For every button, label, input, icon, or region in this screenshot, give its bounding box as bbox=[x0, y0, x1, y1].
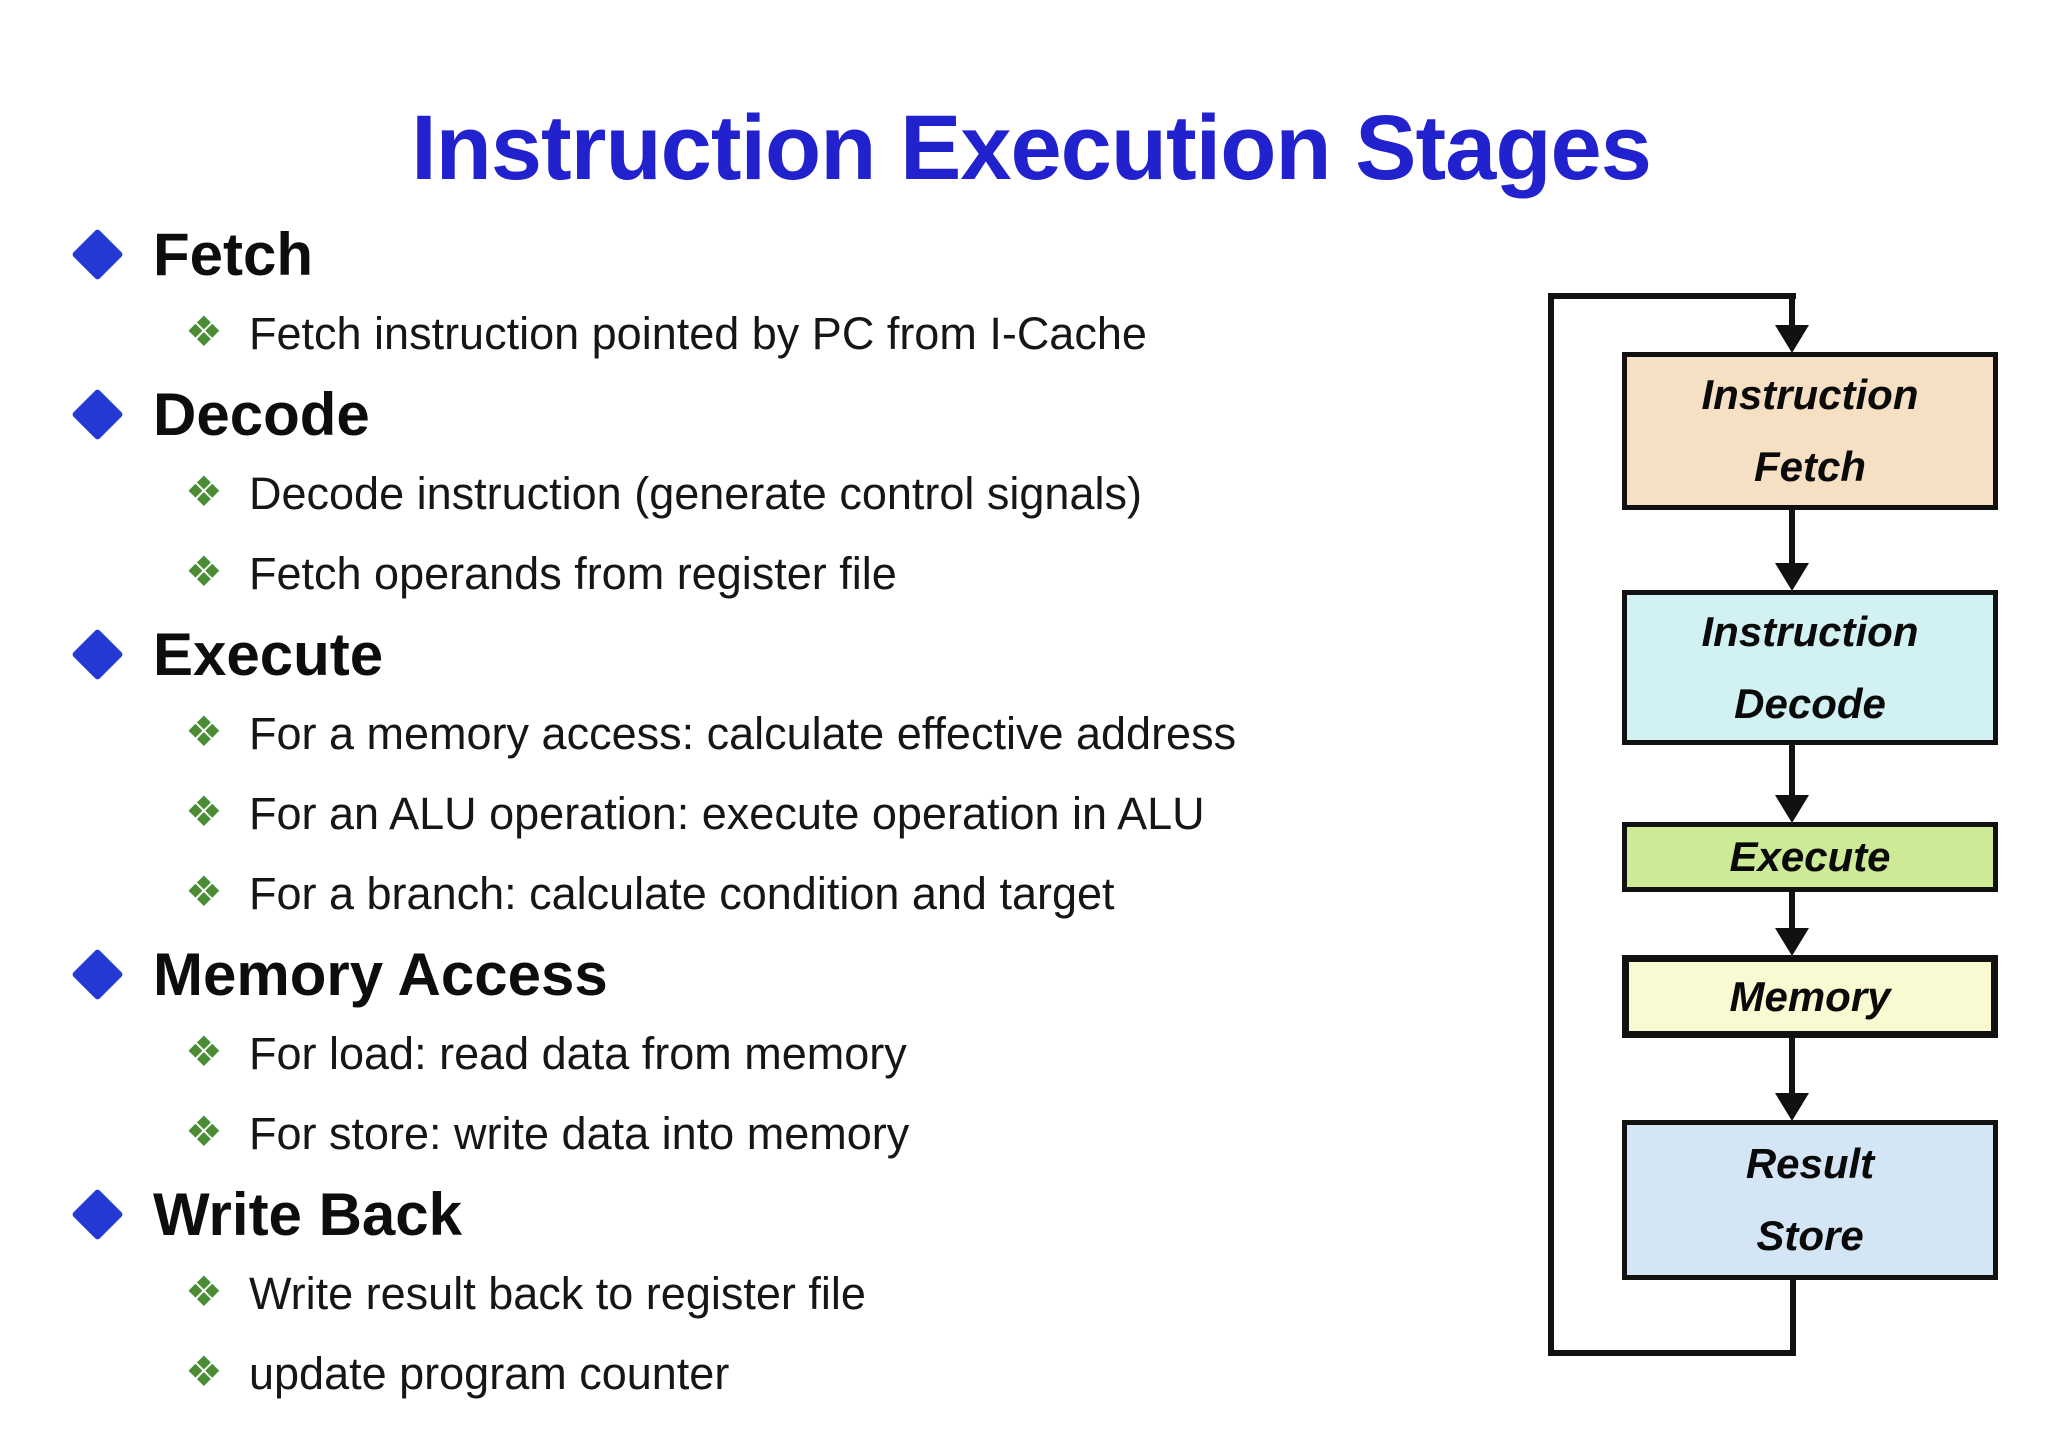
flowchart-box-instruction-decode: Instruction Decode bbox=[1622, 590, 1998, 745]
arrow-line bbox=[1789, 745, 1795, 798]
blue-diamond-bullet-icon bbox=[71, 387, 153, 441]
outline-item: ❖ For a memory access: calculate effecti… bbox=[75, 694, 1455, 774]
green-clover-bullet-icon: ❖ bbox=[185, 1108, 223, 1155]
heading-label: Fetch bbox=[153, 220, 314, 288]
green-clover-bullet-icon: ❖ bbox=[185, 1348, 223, 1395]
item-label: update program counter bbox=[249, 1348, 730, 1399]
flowchart-box-instruction-fetch: Instruction Fetch bbox=[1622, 352, 1998, 510]
arrow-down-icon bbox=[1775, 928, 1809, 956]
green-clover-bullet-icon: ❖ bbox=[185, 1268, 223, 1315]
page-title: Instruction Execution Stages bbox=[411, 96, 1652, 199]
item-label: Decode instruction (generate control sig… bbox=[249, 468, 1142, 519]
flowchart-box-result-store: Result Store bbox=[1622, 1120, 1998, 1280]
item-label: For store: write data into memory bbox=[249, 1108, 910, 1159]
arrow-line bbox=[1789, 510, 1795, 566]
green-clover-bullet-icon: ❖ bbox=[185, 308, 223, 355]
outline-heading-decode: Decode bbox=[71, 374, 1455, 454]
outline-item: ❖ Decode instruction (generate control s… bbox=[75, 454, 1455, 534]
item-label: For an ALU operation: execute operation … bbox=[249, 788, 1205, 839]
box-label-line: Decode bbox=[1734, 679, 1886, 727]
heading-label: Write Back bbox=[153, 1180, 463, 1248]
box-label-line: Instruction bbox=[1701, 371, 1919, 418]
green-clover-bullet-icon: ❖ bbox=[185, 548, 223, 595]
heading-label: Execute bbox=[153, 620, 384, 688]
outline-item: ❖ update program counter bbox=[75, 1334, 1455, 1414]
outline-item: ❖ For store: write data into memory bbox=[75, 1094, 1455, 1174]
loop-line-left bbox=[1548, 293, 1554, 1356]
outline-heading-execute: Execute bbox=[71, 614, 1455, 694]
outline-item: ❖ Write result back to register file bbox=[75, 1254, 1455, 1334]
box-label-line: Instruction bbox=[1701, 607, 1919, 655]
heading-label: Memory Access bbox=[153, 940, 608, 1008]
green-clover-bullet-icon: ❖ bbox=[185, 708, 223, 755]
blue-diamond-bullet-icon bbox=[71, 227, 153, 281]
outline-item: ❖ For load: read data from memory bbox=[75, 1014, 1455, 1094]
item-label: Fetch operands from register file bbox=[249, 548, 897, 599]
flowchart-box-memory: Memory bbox=[1622, 955, 1998, 1038]
arrow-down-icon bbox=[1775, 1093, 1809, 1121]
blue-diamond-bullet-icon bbox=[71, 1187, 153, 1241]
arrow-line bbox=[1789, 293, 1795, 327]
arrow-down-icon bbox=[1775, 563, 1809, 591]
arrow-down-icon bbox=[1775, 325, 1809, 353]
outline-item: ❖ For a branch: calculate condition and … bbox=[75, 854, 1455, 934]
blue-diamond-bullet-icon bbox=[71, 947, 153, 1001]
loop-line-top bbox=[1548, 293, 1796, 299]
outline-heading-memory-access: Memory Access bbox=[71, 934, 1455, 1014]
outline-heading-write-back: Write Back bbox=[71, 1174, 1455, 1254]
box-label-line: Memory bbox=[1729, 972, 1891, 1020]
green-clover-bullet-icon: ❖ bbox=[185, 1028, 223, 1075]
box-label-line: Store bbox=[1756, 1212, 1864, 1259]
box-label-line: Result bbox=[1745, 1140, 1875, 1187]
flowchart-box-execute: Execute bbox=[1622, 822, 1998, 892]
item-label: Fetch instruction pointed by PC from I-C… bbox=[249, 308, 1147, 359]
green-clover-bullet-icon: ❖ bbox=[185, 788, 223, 835]
blue-diamond-bullet-icon bbox=[71, 627, 153, 681]
item-label: For a branch: calculate condition and ta… bbox=[249, 868, 1115, 919]
outline-item: ❖ Fetch instruction pointed by PC from I… bbox=[75, 294, 1455, 374]
outline-heading-fetch: Fetch bbox=[71, 214, 1455, 294]
box-label-line: Execute bbox=[1729, 833, 1891, 880]
green-clover-bullet-icon: ❖ bbox=[185, 468, 223, 515]
item-label: For load: read data from memory bbox=[249, 1028, 907, 1079]
arrow-down-icon bbox=[1775, 795, 1809, 823]
outline-item: ❖ For an ALU operation: execute operatio… bbox=[75, 774, 1455, 854]
arrow-line bbox=[1789, 1038, 1795, 1096]
box-label-line: Fetch bbox=[1753, 443, 1866, 490]
heading-label: Decode bbox=[153, 380, 370, 448]
green-clover-bullet-icon: ❖ bbox=[185, 868, 223, 915]
outline-item: ❖ Fetch operands from register file bbox=[75, 534, 1455, 614]
loop-line-exit bbox=[1790, 1277, 1796, 1356]
loop-line-bottom bbox=[1548, 1350, 1796, 1356]
outline-list: Fetch ❖ Fetch instruction pointed by PC … bbox=[71, 214, 1455, 1414]
arrow-line bbox=[1789, 892, 1795, 932]
item-label: For a memory access: calculate effective… bbox=[249, 708, 1237, 759]
item-label: Write result back to register file bbox=[249, 1268, 866, 1319]
